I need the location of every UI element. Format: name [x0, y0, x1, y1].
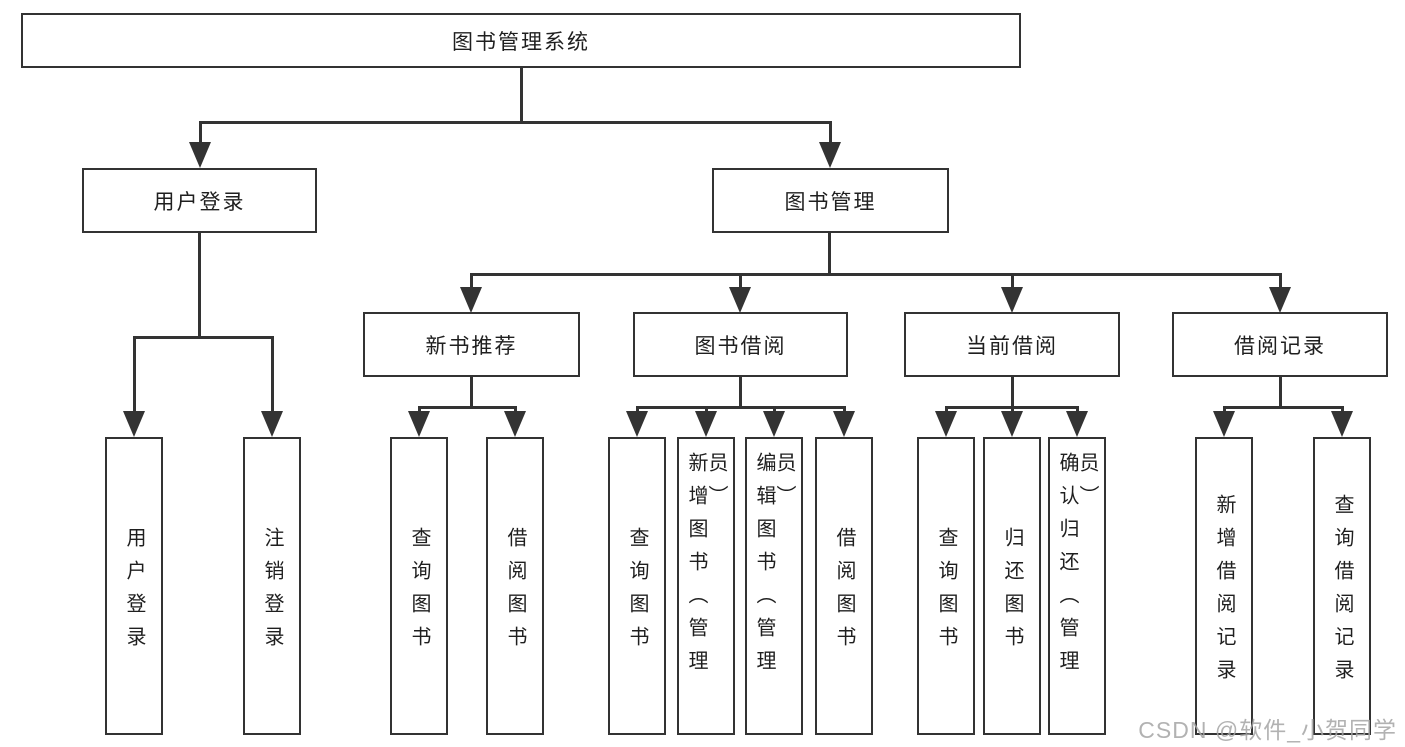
- connector-line: [1011, 377, 1014, 409]
- connector-line: [636, 406, 846, 409]
- leaf-label: 新增借阅记录: [1213, 493, 1235, 692]
- node-library-management-system: 图书管理系统: [21, 13, 1021, 68]
- connector-line: [739, 273, 742, 291]
- connector-line: [1011, 406, 1014, 415]
- leaf-borrow-query-books: 查询图书: [608, 437, 666, 735]
- arrow-down-icon: [935, 411, 957, 437]
- connector-line: [1279, 377, 1282, 409]
- leaf-current-return-books: 归还图书: [983, 437, 1041, 735]
- leaf-record-query-borrow-record: 查询借阅记录: [1313, 437, 1371, 735]
- connector-line: [418, 406, 421, 415]
- connector-line: [773, 406, 776, 415]
- leaf-label: 借阅图书: [833, 526, 855, 659]
- leaf-label: 查询图书: [626, 526, 648, 659]
- arrow-down-icon: [1066, 411, 1088, 437]
- connector-line: [133, 336, 274, 339]
- leaf-label: 查询借阅记录: [1331, 493, 1353, 692]
- leaf-current-confirm-return-admin: 确认归还（管理员）: [1048, 437, 1106, 735]
- node-label: 图书管理: [784, 190, 877, 214]
- leaf-label: 查询图书: [935, 526, 957, 659]
- leaf-user-login: 用户登录: [105, 437, 163, 735]
- arrow-down-icon: [460, 287, 482, 313]
- leaf-label: 确认归还（管理员）: [1056, 452, 1098, 683]
- arrow-down-icon: [1001, 287, 1023, 313]
- arrow-down-icon: [833, 411, 855, 437]
- connector-line: [199, 121, 202, 147]
- connector-line: [1223, 406, 1344, 409]
- node-user-login: 用户登录: [82, 168, 317, 233]
- leaf-label: 编辑图书（管理员）: [753, 452, 795, 683]
- node-new-book-recommend: 新书推荐: [363, 312, 580, 377]
- connector-line: [520, 68, 523, 124]
- connector-line: [1341, 406, 1344, 415]
- arrow-down-icon: [729, 287, 751, 313]
- connector-line: [470, 273, 1282, 276]
- connector-line: [636, 406, 639, 415]
- arrow-down-icon: [1213, 411, 1235, 437]
- connector-line: [1279, 273, 1282, 291]
- leaf-label: 借阅图书: [504, 526, 526, 659]
- arrow-down-icon: [261, 411, 283, 437]
- leaf-newbook-borrow-books: 借阅图书: [486, 437, 544, 735]
- node-label: 图书借阅: [694, 334, 787, 358]
- leaf-logout-login: 注销登录: [243, 437, 301, 735]
- node-book-management: 图书管理: [712, 168, 949, 233]
- arrow-down-icon: [189, 142, 211, 168]
- node-label: 图书管理系统: [452, 30, 590, 54]
- node-label: 新书推荐: [425, 334, 518, 358]
- connector-line: [829, 121, 832, 147]
- arrow-down-icon: [1331, 411, 1353, 437]
- connector-line: [199, 121, 832, 124]
- leaf-current-query-books: 查询图书: [917, 437, 975, 735]
- connector-line: [828, 233, 831, 276]
- connector-line: [945, 406, 948, 415]
- connector-line: [418, 406, 516, 409]
- connector-line: [1076, 406, 1079, 415]
- connector-line: [133, 336, 136, 414]
- node-label: 借阅记录: [1234, 334, 1326, 358]
- arrow-down-icon: [695, 411, 717, 437]
- connector-line: [271, 336, 274, 414]
- leaf-borrow-add-books-admin: 新增图书（管理员）: [677, 437, 735, 735]
- connector-line: [1011, 273, 1014, 291]
- leaf-borrow-edit-books-admin: 编辑图书（管理员）: [745, 437, 803, 735]
- node-label: 当前借阅: [966, 334, 1058, 358]
- node-label: 用户登录: [153, 190, 246, 214]
- arrow-down-icon: [1001, 411, 1023, 437]
- connector-line: [1223, 406, 1226, 415]
- leaf-label: 查询图书: [408, 526, 430, 659]
- leaf-label: 用户登录: [123, 526, 145, 659]
- leaf-label: 注销登录: [261, 526, 283, 659]
- leaf-label: 新增图书（管理员）: [685, 452, 727, 683]
- connector-line: [843, 406, 846, 415]
- node-current-borrow: 当前借阅: [904, 312, 1120, 377]
- connector-line: [470, 377, 473, 409]
- connector-line: [470, 273, 473, 291]
- connector-line: [705, 406, 708, 415]
- node-borrow-record: 借阅记录: [1172, 312, 1388, 377]
- csdn-watermark: CSDN @软件_小贺同学: [1138, 717, 1397, 743]
- leaf-borrow-borrow-books: 借阅图书: [815, 437, 873, 735]
- node-book-borrow: 图书借阅: [633, 312, 848, 377]
- arrow-down-icon: [763, 411, 785, 437]
- connector-line: [514, 406, 517, 415]
- leaf-record-add-borrow-record: 新增借阅记录: [1195, 437, 1253, 735]
- leaf-newbook-query-books: 查询图书: [390, 437, 448, 735]
- arrow-down-icon: [1269, 287, 1291, 313]
- arrow-down-icon: [819, 142, 841, 168]
- arrow-down-icon: [408, 411, 430, 437]
- connector-line: [198, 233, 201, 339]
- leaf-label: 归还图书: [1001, 526, 1023, 659]
- arrow-down-icon: [123, 411, 145, 437]
- arrow-down-icon: [504, 411, 526, 437]
- arrow-down-icon: [626, 411, 648, 437]
- connector-line: [739, 377, 742, 409]
